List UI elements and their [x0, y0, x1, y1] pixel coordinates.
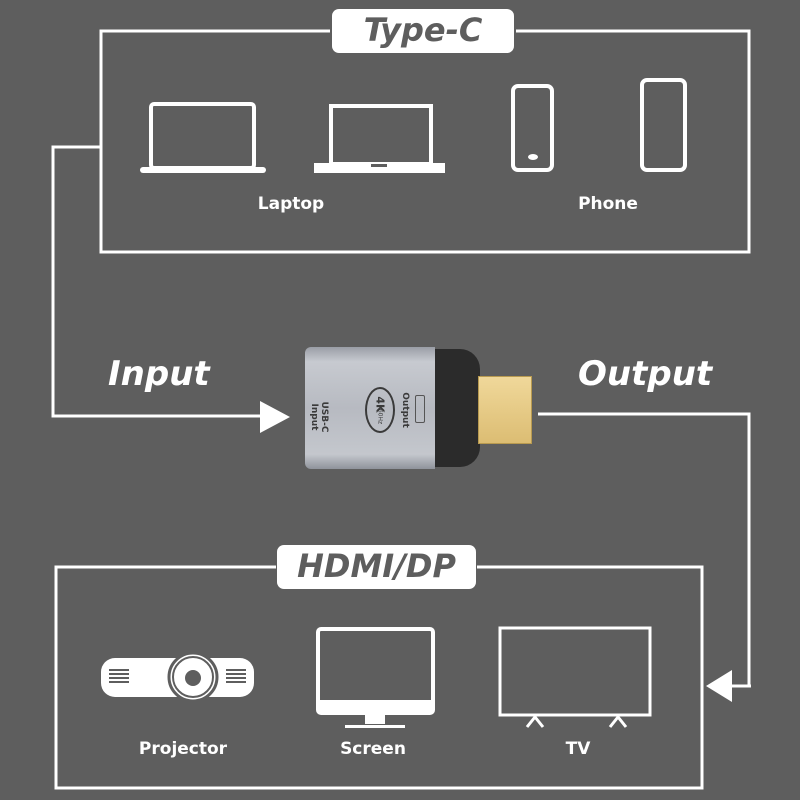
hdmi-port-icon	[415, 395, 425, 423]
output-arrow-icon	[706, 670, 732, 702]
phone-label: Phone	[578, 194, 638, 214]
input-connector-line	[51, 145, 262, 418]
monitor-icon	[316, 627, 435, 728]
laptop-label: Laptop	[257, 194, 325, 214]
output-label: Output	[578, 354, 713, 394]
phone-icon	[511, 84, 554, 172]
type-c-title: Type-C	[332, 9, 514, 53]
hdmi-dp-box	[54, 565, 704, 790]
adapter-body: USB-C Input 4K 60Hz Output	[305, 347, 435, 469]
projector-label: Projector	[138, 739, 228, 759]
resolution-badge: 4K 60Hz	[365, 387, 395, 433]
usb-c-input-text: USB-C Input	[309, 401, 329, 433]
adapter-product: USB-C Input 4K 60Hz Output	[305, 347, 535, 469]
laptop-icon	[149, 102, 256, 170]
output-text: Output	[399, 392, 410, 428]
tv-label: TV	[565, 739, 591, 759]
output-connector-line	[538, 412, 751, 688]
phone-icon	[640, 78, 687, 172]
hdmi-plug	[478, 376, 532, 444]
screen-label: Screen	[340, 739, 406, 759]
type-c-box	[99, 29, 751, 254]
input-label: Input	[108, 354, 210, 394]
projector-icon	[101, 651, 254, 703]
laptop-icon	[329, 104, 433, 166]
tv-icon	[498, 626, 652, 728]
hdmi-dp-title: HDMI/DP	[277, 545, 476, 589]
input-arrow-icon	[260, 401, 290, 433]
